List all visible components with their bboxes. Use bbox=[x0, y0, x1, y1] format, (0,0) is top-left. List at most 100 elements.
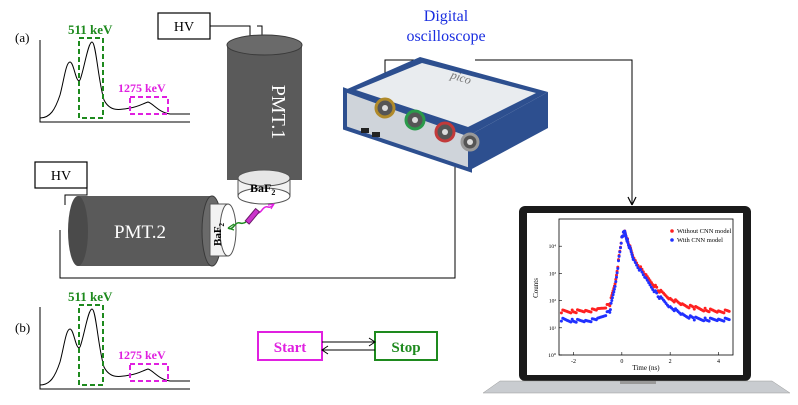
data-point-with-cnn bbox=[707, 319, 711, 323]
chart-ylabel: Counts bbox=[532, 278, 540, 298]
data-point-without-cnn bbox=[574, 311, 578, 315]
data-point-with-cnn bbox=[639, 268, 643, 271]
radioactive-source bbox=[244, 207, 261, 225]
oscilloscope-title-line1: Digital bbox=[424, 8, 469, 25]
chart-xlabel: Time (ns) bbox=[632, 364, 660, 372]
data-point-with-cnn bbox=[630, 252, 634, 256]
chart-legend: Without CNN model With CNN model bbox=[670, 228, 731, 244]
legend-label-with-cnn: With CNN model bbox=[677, 237, 723, 244]
peak-box-1275-a bbox=[129, 96, 169, 115]
data-point-with-cnn bbox=[641, 273, 645, 277]
data-point-with-cnn bbox=[619, 246, 622, 250]
hv-box-top: HV bbox=[157, 12, 211, 40]
data-point-with-cnn bbox=[608, 308, 612, 312]
data-point-with-cnn bbox=[629, 247, 633, 251]
pmt2-tube: PMT.2 BaF2 bbox=[68, 195, 237, 267]
spectrum-b-axes bbox=[39, 307, 190, 390]
peak-box-511-a bbox=[78, 37, 104, 119]
data-point-without-cnn bbox=[722, 311, 726, 315]
data-point-without-cnn bbox=[702, 309, 706, 313]
y-tick-label: 10⁰ bbox=[548, 352, 557, 359]
x-tick-label: 2 bbox=[669, 359, 672, 365]
legend-marker-without-cnn bbox=[670, 229, 674, 233]
data-point-with-cnn bbox=[692, 318, 696, 322]
data-point-with-cnn bbox=[722, 319, 726, 323]
bnc-connector-b bbox=[404, 109, 426, 131]
peak-box-511-b bbox=[78, 304, 104, 386]
data-point-with-cnn bbox=[615, 275, 618, 279]
data-point-without-cnn bbox=[687, 306, 691, 310]
data-point-with-cnn bbox=[611, 293, 615, 297]
data-point-without-cnn bbox=[703, 306, 707, 310]
data-point-with-cnn bbox=[635, 263, 639, 267]
data-point-with-cnn bbox=[612, 290, 616, 294]
data-point-with-cnn bbox=[608, 310, 612, 314]
data-point-with-cnn bbox=[610, 296, 614, 300]
stop-box bbox=[374, 331, 438, 361]
data-point-with-cnn bbox=[655, 291, 659, 295]
laptop-screen bbox=[527, 213, 743, 375]
data-point-with-cnn bbox=[626, 238, 629, 242]
data-point-with-cnn bbox=[618, 250, 622, 254]
panel-label-a: (a) bbox=[15, 30, 29, 45]
spectrum-panel-b: (b) 511 keV 1275 keV bbox=[15, 289, 190, 390]
legend-label-without-cnn: Without CNN model bbox=[677, 228, 731, 235]
data-point-with-cnn bbox=[615, 271, 619, 275]
usb-port-1 bbox=[361, 128, 369, 133]
data-point-with-cnn bbox=[636, 266, 640, 270]
data-point-with-cnn bbox=[616, 267, 620, 270]
data-point-without-cnn bbox=[707, 310, 711, 314]
data-point-without-cnn bbox=[589, 310, 593, 314]
stop-label: Stop bbox=[391, 340, 420, 356]
data-point-with-cnn bbox=[651, 288, 655, 291]
peak-box-1275-b bbox=[129, 363, 169, 382]
data-point-without-cnn bbox=[692, 307, 696, 311]
bnc-connector-a bbox=[374, 97, 396, 119]
data-point-with-cnn bbox=[609, 301, 613, 305]
data-point-without-cnn bbox=[727, 309, 731, 313]
legend-marker-with-cnn bbox=[670, 238, 674, 242]
usb-port-2 bbox=[372, 132, 380, 137]
data-point-with-cnn bbox=[649, 285, 653, 289]
data-point-with-cnn bbox=[631, 255, 635, 259]
data-point-with-cnn bbox=[727, 318, 731, 322]
oscilloscope-device: pico Digital oscilloscope bbox=[343, 8, 548, 173]
crystal-label-1: BaF2 bbox=[250, 181, 275, 197]
data-point-with-cnn bbox=[648, 283, 652, 287]
hv-label-left: HV bbox=[51, 169, 71, 184]
data-point-without-cnn bbox=[569, 311, 573, 315]
data-point-with-cnn bbox=[640, 270, 644, 274]
oscilloscope-brand: pico bbox=[448, 67, 473, 87]
peak-label-1275-a: 1275 keV bbox=[118, 81, 166, 95]
data-point-with-cnn bbox=[647, 281, 651, 285]
start-label: Start bbox=[274, 340, 307, 356]
data-point-without-cnn bbox=[672, 300, 676, 304]
peak-label-511-b: 511 keV bbox=[68, 289, 113, 304]
data-point-with-cnn bbox=[574, 320, 578, 324]
panel-label-b: (b) bbox=[15, 320, 30, 335]
data-point-with-cnn bbox=[612, 287, 616, 291]
data-point-with-cnn bbox=[626, 241, 630, 245]
data-point-with-cnn bbox=[632, 258, 636, 262]
data-point-with-cnn bbox=[628, 245, 632, 249]
data-point-with-cnn bbox=[633, 261, 637, 264]
data-point-with-cnn bbox=[617, 254, 621, 258]
data-point-without-cnn bbox=[639, 265, 643, 269]
bnc-connector-c bbox=[434, 121, 456, 143]
pmt1-tube: PMT.1 BaF2 bbox=[226, 34, 303, 205]
oscilloscope-title-line2: oscilloscope bbox=[406, 28, 485, 45]
chart-points bbox=[559, 229, 731, 324]
x-tick-label: 4 bbox=[717, 359, 720, 365]
x-tick-label: 0 bbox=[620, 359, 623, 365]
pmt2-label: PMT.2 bbox=[114, 222, 166, 243]
data-point-with-cnn bbox=[687, 316, 691, 320]
data-point-without-cnn bbox=[655, 285, 659, 289]
crystal-label-2: BaF2 bbox=[212, 222, 226, 246]
hv-box-left: HV bbox=[34, 161, 88, 189]
start-stop-flow: Start Stop bbox=[257, 331, 438, 361]
data-point-with-cnn bbox=[614, 280, 618, 284]
crystal-2-base: BaF bbox=[212, 226, 224, 246]
data-point-with-cnn bbox=[644, 276, 648, 280]
hv-label-top: HV bbox=[174, 20, 194, 35]
